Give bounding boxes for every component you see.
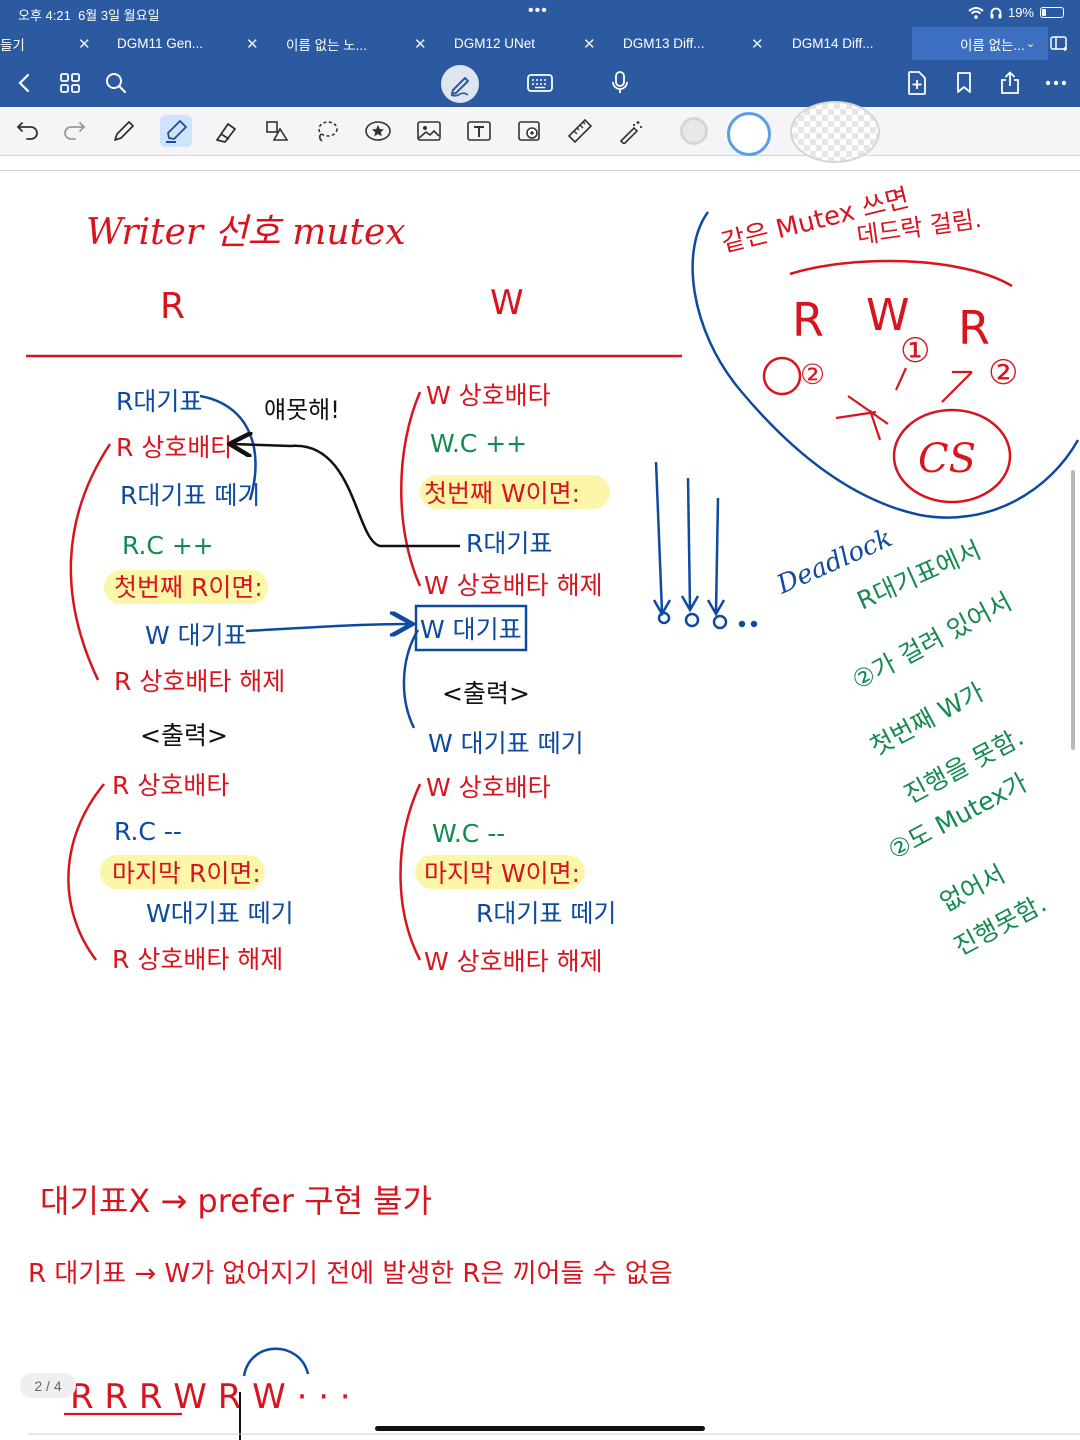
eraser-icon (216, 123, 236, 143)
redo-button[interactable] (60, 117, 88, 145)
add-page-button[interactable] (902, 68, 932, 98)
share-icon (1001, 71, 1019, 94)
camera-image-icon (518, 121, 540, 141)
tab-1[interactable]: DGM11 Gen...✕ (117, 35, 259, 53)
shapes-icon (266, 121, 289, 141)
add-page-icon (908, 71, 926, 95)
wifi-icon (968, 6, 984, 19)
status-right: 19% (968, 5, 1064, 20)
search-icon (106, 73, 127, 94)
more-button[interactable] (1041, 68, 1071, 98)
redo-icon (64, 122, 86, 140)
close-tab-icon[interactable]: ✕ (246, 35, 259, 53)
tab-bar: 들기✕ DGM11 Gen...✕ 이름 없는 노...✕ DGM12 UNet… (0, 27, 1080, 60)
stroke-size-large[interactable] (790, 101, 880, 163)
keyboard-icon (527, 74, 553, 92)
bookmark-button[interactable] (949, 68, 979, 98)
chevron-left-icon (18, 73, 30, 93)
bookmark-icon (957, 72, 971, 93)
laser-pointer-icon (619, 121, 642, 144)
lasso-icon (318, 121, 338, 142)
text-tool[interactable] (465, 117, 493, 145)
stroke-size-selected[interactable] (727, 112, 771, 156)
close-tab-icon[interactable]: ✕ (414, 35, 427, 53)
tab-2[interactable]: 이름 없는 노...✕ (286, 35, 427, 53)
more-icon (1045, 80, 1067, 86)
status-time: 오후 4:21 6월 3일 월요일 (18, 8, 160, 23)
back-button[interactable] (9, 68, 39, 98)
page-indicator: 2 / 4 (20, 1373, 76, 1398)
sticker-tool[interactable] (364, 117, 392, 145)
chevron-down-icon[interactable]: ⌄ (1026, 38, 1036, 50)
pen-tool[interactable] (110, 117, 138, 145)
search-button[interactable] (101, 68, 131, 98)
keyboard-button[interactable] (525, 68, 555, 98)
multitasking-dots[interactable]: ••• (528, 2, 548, 19)
pen-icon (450, 77, 469, 97)
tab-6-active[interactable]: 이름 없는...⌄ (912, 27, 1048, 60)
undo-icon (16, 122, 38, 140)
tab-3[interactable]: DGM12 UNet✕ (454, 35, 596, 53)
battery-percent: 19% (1007, 5, 1034, 20)
microphone-button[interactable] (605, 68, 635, 98)
text-icon (467, 121, 491, 141)
status-bar: 오후 4:21 6월 3일 월요일 ••• 19% (0, 0, 1080, 27)
battery-icon (1040, 7, 1064, 18)
tab-0[interactable]: 들기✕ (0, 35, 91, 53)
main-toolbar (0, 60, 1080, 107)
eraser-tool[interactable] (212, 117, 240, 145)
headphones-icon (990, 7, 1002, 18)
undo-button[interactable] (14, 117, 42, 145)
elements-tool[interactable] (516, 117, 544, 145)
grid-view-button[interactable] (55, 68, 85, 98)
page-top-edge (0, 170, 1080, 171)
image-icon (417, 121, 441, 141)
home-indicator[interactable] (375, 1426, 705, 1431)
note-canvas[interactable] (0, 155, 1080, 1440)
tab-5[interactable]: DGM14 Diff...✕ (776, 27, 933, 60)
color-swatch-grey[interactable] (680, 117, 708, 145)
close-tab-icon[interactable]: ✕ (751, 35, 764, 53)
image-tool[interactable] (415, 117, 443, 145)
highlighter-tool-active[interactable] (160, 115, 192, 147)
microphone-icon (612, 71, 628, 93)
ruler-tool[interactable] (566, 117, 594, 145)
new-tab-button[interactable] (1050, 27, 1080, 60)
ruler-icon (567, 118, 593, 144)
vertical-scrollbar[interactable] (1071, 470, 1075, 750)
lasso-tool[interactable] (313, 117, 341, 145)
share-button[interactable] (995, 68, 1025, 98)
sidebar-icon (1050, 35, 1067, 51)
grid-icon (60, 73, 80, 93)
highlighter-icon (166, 120, 187, 143)
laser-pointer-tool[interactable] (617, 117, 645, 145)
star-sticker-icon (365, 121, 391, 141)
tab-4[interactable]: DGM13 Diff...✕ (623, 35, 764, 53)
shapes-tool[interactable] (263, 117, 291, 145)
drawing-toolbar (0, 101, 1080, 163)
pen-icon (114, 121, 134, 141)
close-tab-icon[interactable]: ✕ (583, 35, 596, 53)
handwriting-mode-button[interactable] (441, 65, 479, 103)
close-tab-icon[interactable]: ✕ (78, 35, 91, 53)
